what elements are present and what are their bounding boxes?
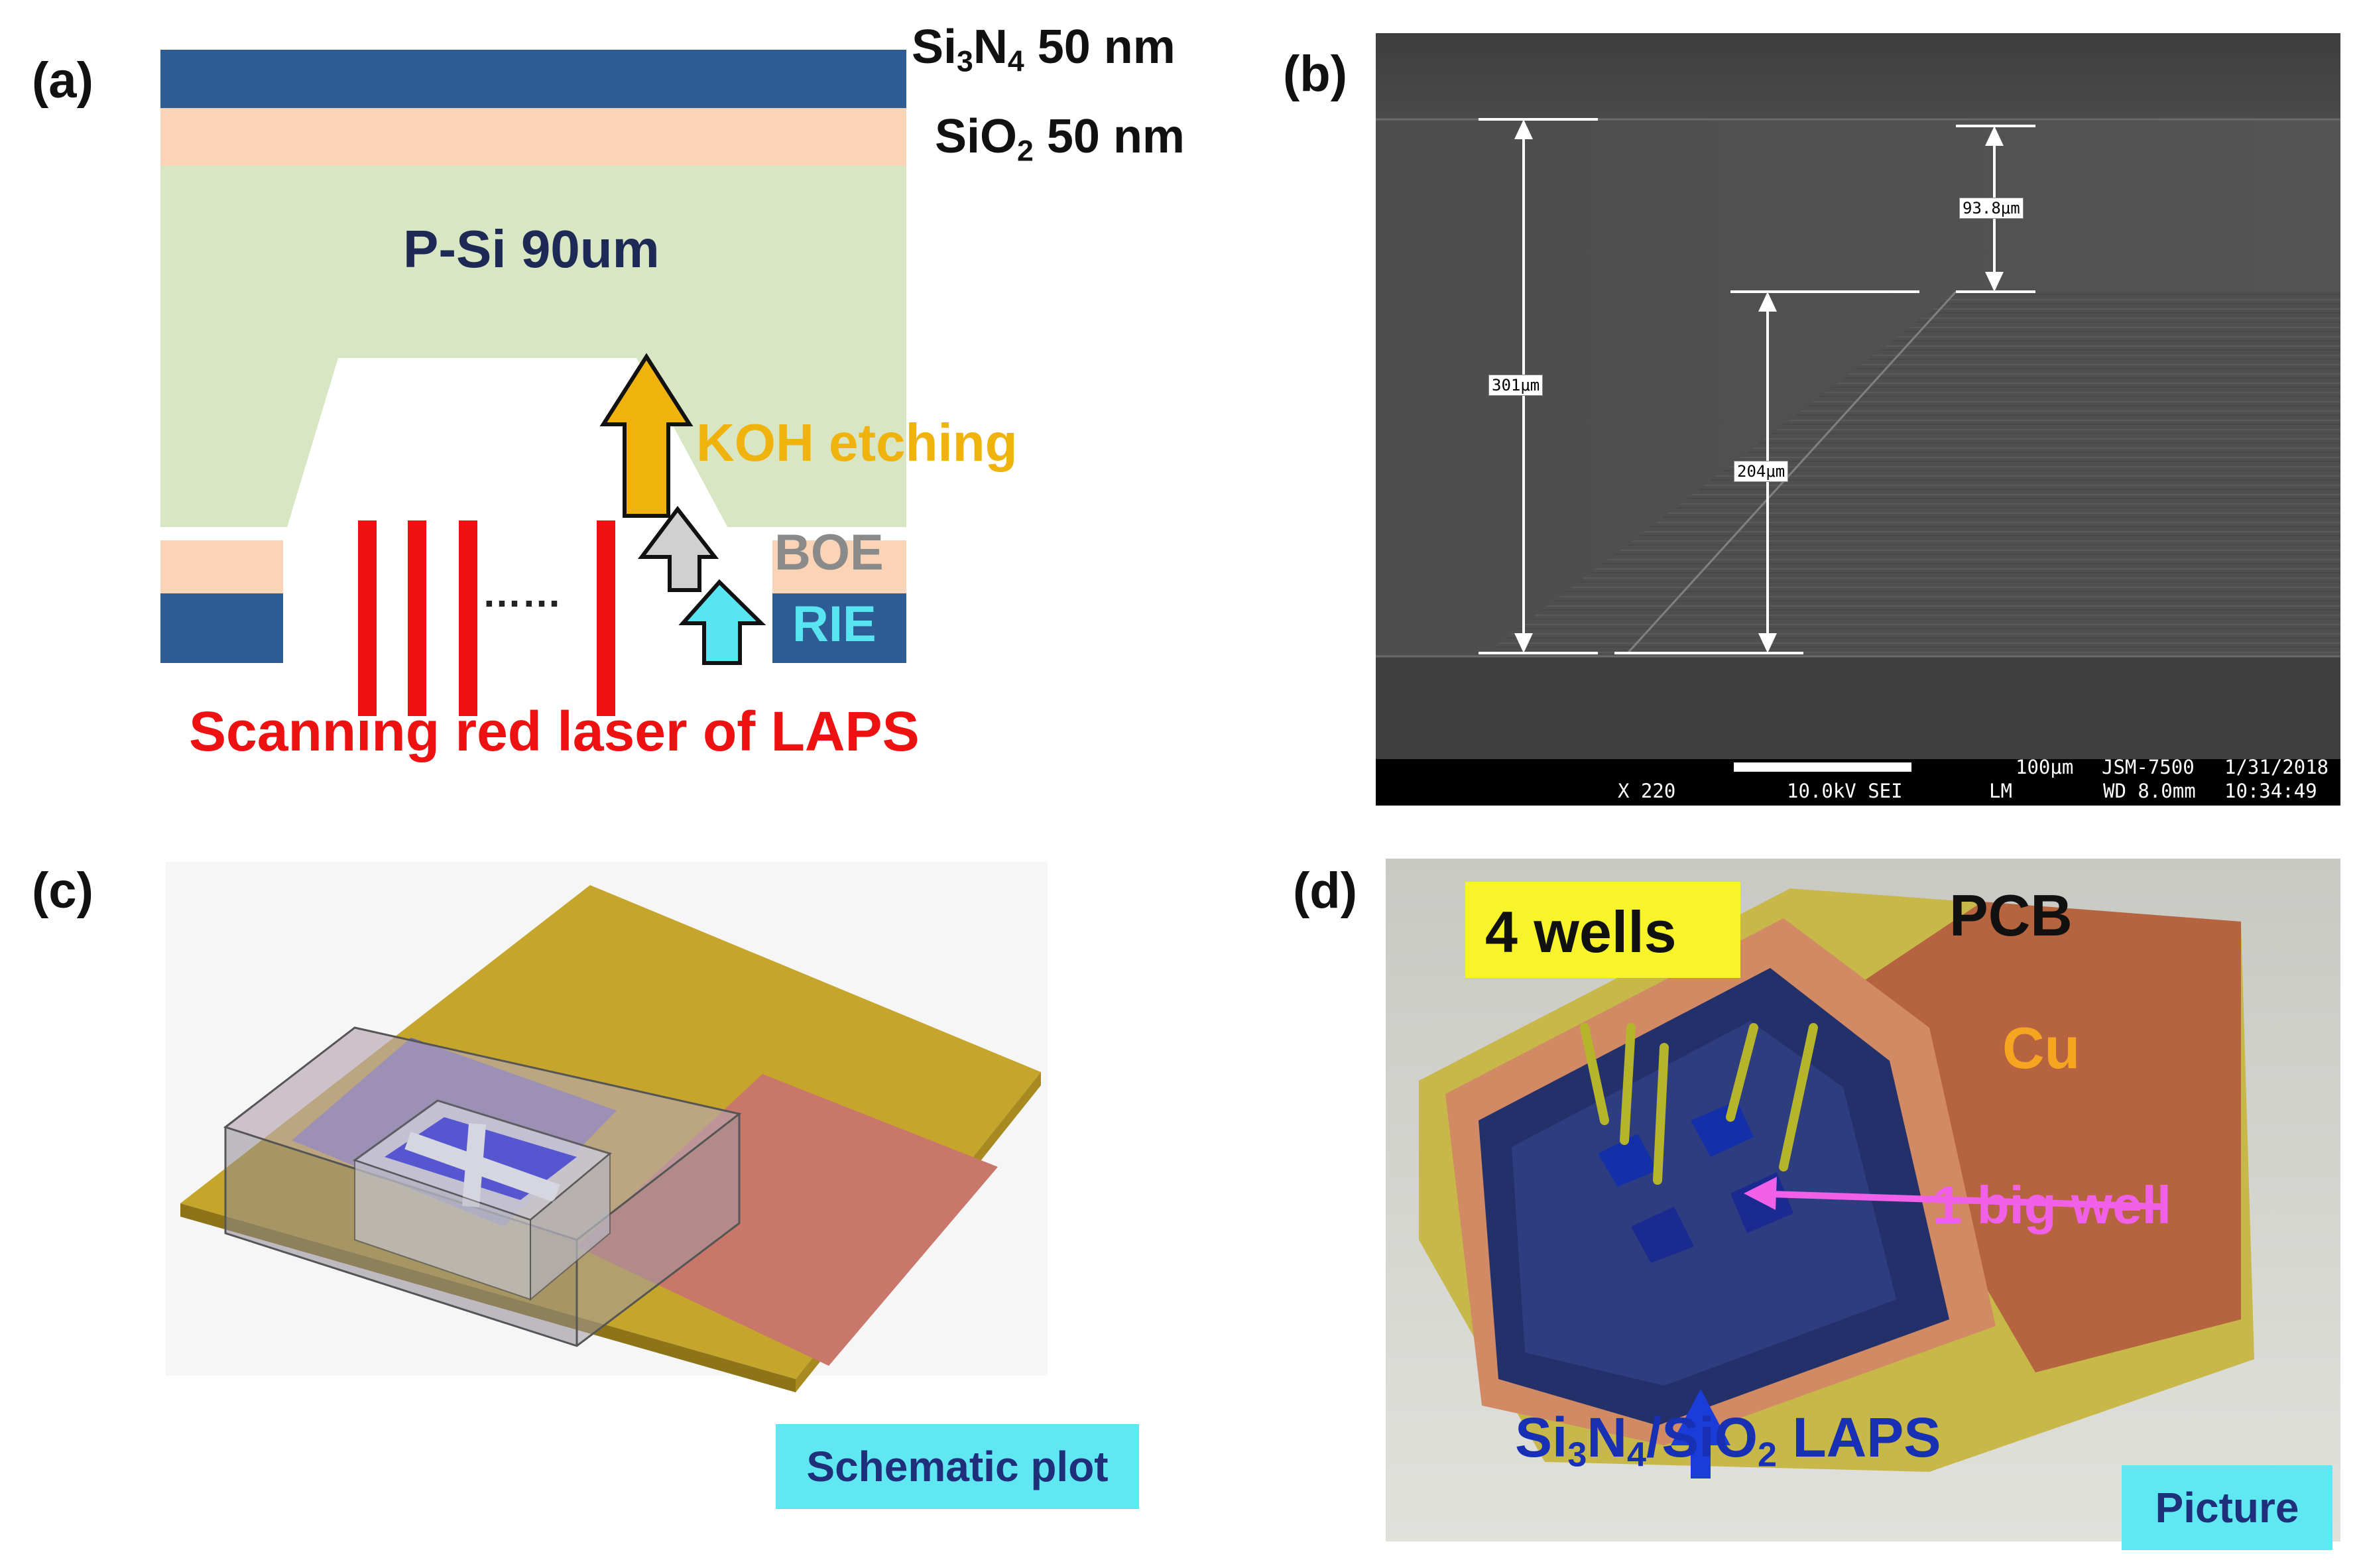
sem-bottom-band [1376, 656, 2340, 759]
sio2-label: SiO2 50 nm [935, 110, 1185, 168]
cross-section-diagram [160, 50, 906, 716]
panel-d-label: (d) [1293, 863, 1358, 919]
etch-slope [1626, 290, 1957, 654]
laser-line-3 [459, 520, 477, 716]
sem-kv: 10.0kV SEI [1787, 780, 1903, 802]
laser-line-2 [408, 520, 426, 716]
scan-dots: …… [482, 571, 562, 615]
sem-wd: WD 8.0mm [2103, 780, 2196, 802]
schematic-3d [166, 862, 1048, 1392]
sem-top-band [1376, 33, 2340, 119]
si3n4-label: Si3N4 50 nm [912, 21, 1176, 78]
pcb-label: PCB [1949, 882, 2073, 948]
sem-image [1376, 33, 2340, 806]
device-photo [1386, 859, 2340, 1541]
si3n4-bottom-right [772, 593, 906, 663]
picture-tag: Picture [2122, 1465, 2332, 1550]
sio2-bottom-right [772, 540, 906, 593]
laser-line-4 [597, 520, 615, 716]
sem-mode: LM [1989, 780, 2012, 802]
p-si-label: P-Si 90um [403, 219, 660, 278]
measure-204-label: 204μm [1734, 461, 1789, 482]
cu-label: Cu [2002, 1015, 2081, 1081]
rie-arrow [678, 579, 766, 665]
laser-caption: Scanning red laser of LAPS [189, 700, 920, 762]
si3n4-bottom-left [160, 593, 283, 663]
laps-label: Si3N4/SiO2 LAPS [1515, 1406, 1941, 1475]
well-divider-2 [462, 1122, 486, 1208]
big-well-arrow [1750, 1190, 2162, 1210]
four-wells-box [1465, 882, 1740, 978]
panel-a-label: (a) [32, 52, 93, 109]
laps-arrow [1671, 1389, 1730, 1478]
wells-arrows [1580, 1023, 1818, 1185]
panel-b-label: (b) [1283, 46, 1348, 102]
panel-a: (a) Si3N4 50 nm SiO2 50 nm P-Si 90um KOH… [0, 0, 1260, 796]
schematic-plot-tag: Schematic plot [776, 1424, 1139, 1509]
panel-c: (c) Schematic plot [0, 809, 1260, 1568]
sio2-top-layer [160, 108, 906, 166]
panel-d: (d) [1260, 809, 2359, 1568]
sem-instrument: JSM-7500 [2102, 756, 2195, 778]
koh-etching-label: KOH etching [696, 413, 1018, 472]
sem-date: 1/31/2018 [2224, 756, 2329, 778]
sem-mag: X 220 [1618, 780, 1676, 802]
sem-time: 10:34:49 [2224, 780, 2317, 802]
copper-pad [577, 1074, 998, 1366]
boe-label: BOE [774, 524, 884, 581]
si3n4-top-layer [160, 50, 906, 108]
well-3 [1631, 1207, 1694, 1263]
measure-301-label: 301μm [1488, 375, 1543, 396]
sem-etched-region [1482, 292, 2340, 656]
sem-scale-text: 100μm [2016, 756, 2074, 778]
well-2 [1691, 1101, 1754, 1157]
big-well-label: 1 big well [1933, 1176, 2172, 1235]
panel-c-label: (c) [32, 863, 93, 919]
rie-label: RIE [792, 596, 877, 652]
well-1 [1598, 1134, 1658, 1187]
sio2-bottom-left [160, 540, 283, 593]
laser-line-1 [358, 520, 377, 716]
copper-photo [1823, 902, 2241, 1372]
measure-93-8-label: 93.8μm [1959, 198, 2024, 219]
koh-arrow [599, 353, 694, 518]
sem-scale-bar [1734, 762, 1911, 772]
boe-arrow [638, 506, 719, 592]
panel-b: (b) [1260, 0, 2359, 809]
four-wells-label: 4 wells [1485, 899, 1677, 965]
